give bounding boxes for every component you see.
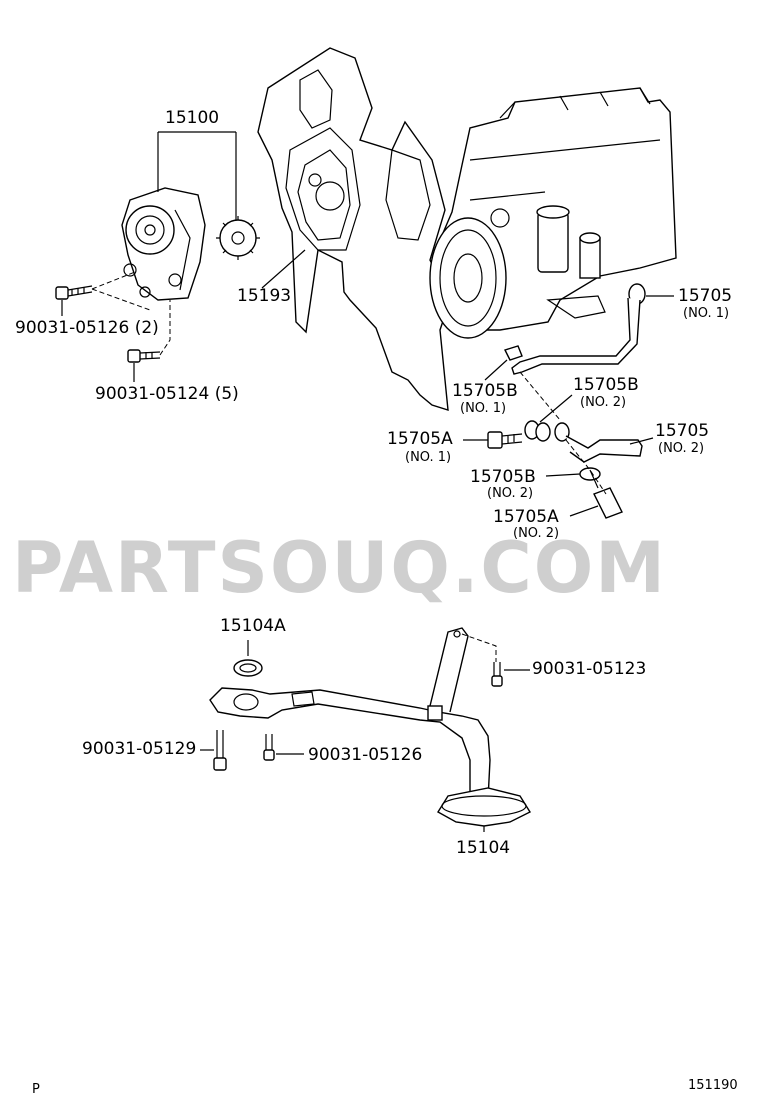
union-15705b-no1: 15705B (NO. 1) (452, 345, 561, 421)
svg-text:15104: 15104 (456, 838, 510, 858)
oil-strainer: 15104 (209, 627, 532, 858)
oil-pipe-no1: 15705 (NO. 1) (511, 283, 732, 375)
svg-text:15705A: 15705A (387, 429, 453, 449)
bolt-90031-05129: 90031-05129 (82, 730, 227, 771)
label-15100: 15100 (157, 108, 237, 220)
svg-text:(NO. 2): (NO. 2) (487, 486, 533, 501)
svg-text:90031-05126: 90031-05126 (308, 745, 422, 765)
svg-text:15705: 15705 (655, 421, 709, 441)
svg-text:(NO. 2): (NO. 2) (513, 526, 559, 541)
engine-block-drawing (429, 87, 677, 339)
oil-pump-drive-gear (216, 216, 260, 260)
svg-text:15705B: 15705B (470, 467, 536, 487)
svg-text:(NO. 1): (NO. 1) (405, 450, 451, 465)
gasket-15705b-no2-top: 15705B (NO. 2) (524, 375, 639, 442)
timing-cover-drawing (257, 47, 451, 411)
bolt-90031-05126: 90031-05126 (263, 734, 422, 765)
bolt-90031-05124-set: 90031-05124 (5) (95, 300, 239, 404)
svg-text:15705A: 15705A (493, 507, 559, 527)
diagram-number: 151190 (688, 1078, 738, 1093)
page-mark-left: P (32, 1082, 40, 1097)
svg-text:15705: 15705 (678, 286, 732, 306)
bolt-90031-05126-pair: 90031-05126 (2) (15, 271, 159, 338)
watermark: PARTSOUQ.COM (12, 527, 667, 609)
svg-text:90031-05126 (2): 90031-05126 (2) (15, 318, 159, 338)
gasket-15705b-no2-bottom: 15705B (NO. 2) (470, 467, 601, 501)
svg-text:(NO. 1): (NO. 1) (460, 401, 506, 416)
svg-text:(NO. 1): (NO. 1) (683, 306, 729, 321)
label-15193: 15193 (237, 249, 306, 306)
svg-text:15100: 15100 (165, 108, 219, 128)
svg-text:15705B: 15705B (573, 375, 639, 395)
svg-text:15705B: 15705B (452, 381, 518, 401)
oil-pump-assembly (121, 187, 260, 301)
svg-text:(NO. 2): (NO. 2) (658, 441, 704, 456)
bolt-90031-05123: 90031-05123 (461, 633, 646, 687)
svg-text:90031-05129: 90031-05129 (82, 739, 196, 759)
oil-pipe-no2: 15705 (NO. 2) (554, 421, 709, 463)
svg-text:(NO. 2): (NO. 2) (580, 395, 626, 410)
svg-text:90031-05124 (5): 90031-05124 (5) (95, 384, 239, 404)
gasket-15104a: 15104A (220, 616, 286, 677)
svg-text:90031-05123: 90031-05123 (532, 659, 646, 679)
svg-text:15193: 15193 (237, 286, 291, 306)
union-bolt-15705a-no2: 15705A (NO. 2) (493, 439, 623, 541)
union-bolt-15705a-no1: 15705A (NO. 1) (387, 429, 523, 465)
svg-text:15104A: 15104A (220, 616, 286, 636)
